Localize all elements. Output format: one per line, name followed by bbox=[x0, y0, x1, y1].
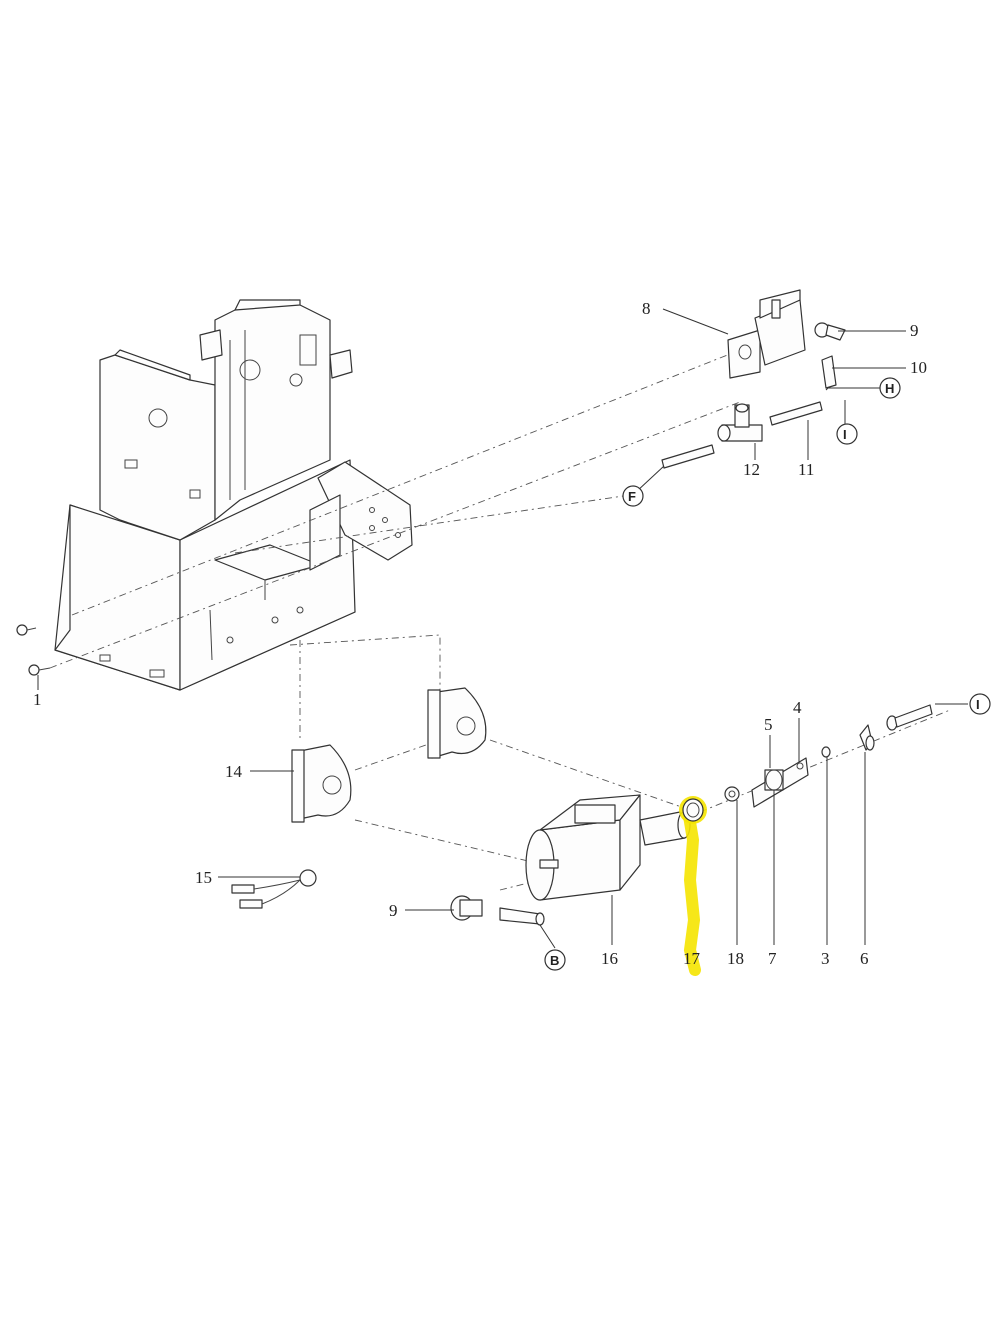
plate-fitting-7 bbox=[751, 757, 809, 808]
pump-16 bbox=[525, 794, 691, 901]
bracket-14 bbox=[291, 687, 487, 823]
leader-lines bbox=[218, 308, 968, 949]
svg-text:I: I bbox=[843, 427, 847, 442]
callout-14: 14 bbox=[225, 762, 243, 781]
callout-18: 18 bbox=[727, 949, 744, 968]
svg-text:B: B bbox=[550, 953, 559, 968]
solenoid-valve-8 bbox=[727, 289, 806, 379]
tee-fitting-12 bbox=[717, 403, 763, 442]
chassis-frame bbox=[54, 299, 413, 691]
callout-4: 4 bbox=[793, 698, 802, 717]
callout-17: 17 bbox=[683, 949, 701, 968]
svg-text:H: H bbox=[885, 381, 894, 396]
connector-I-lower: I bbox=[969, 693, 991, 715]
connector-I-upper: I bbox=[836, 423, 858, 445]
o-ring-17 bbox=[679, 796, 707, 976]
ring-3 bbox=[821, 746, 831, 758]
connector-F: F bbox=[622, 485, 644, 507]
callout-15: 15 bbox=[195, 868, 212, 887]
connector-H: H bbox=[879, 377, 901, 399]
svg-text:I: I bbox=[976, 697, 980, 712]
washer-18 bbox=[724, 786, 740, 802]
assembly-lines bbox=[49, 349, 951, 891]
clip-6 bbox=[859, 724, 875, 751]
tube-short-F bbox=[661, 444, 715, 469]
tube-11 bbox=[769, 401, 823, 426]
callout-7: 7 bbox=[768, 949, 777, 968]
callout-labels: 1 3 4 5 6 7 8 9 9 10 11 12 14 15 16 17 1… bbox=[33, 299, 927, 968]
tube-connector-right bbox=[886, 704, 933, 731]
callout-8: 8 bbox=[642, 299, 651, 318]
tube-10 bbox=[821, 355, 837, 389]
connector-B: B bbox=[544, 949, 566, 971]
elbow-fitting-9-upper bbox=[814, 322, 846, 341]
cable-15 bbox=[231, 869, 317, 909]
callout-3: 3 bbox=[821, 949, 830, 968]
callout-6: 6 bbox=[860, 949, 869, 968]
callout-9-upper: 9 bbox=[910, 321, 919, 340]
callout-10: 10 bbox=[910, 358, 927, 377]
callout-16: 16 bbox=[601, 949, 618, 968]
elbow-fitting-9-lower bbox=[450, 895, 545, 926]
callout-12: 12 bbox=[743, 460, 760, 479]
callout-9-lower: 9 bbox=[389, 901, 398, 920]
callout-5: 5 bbox=[764, 715, 773, 734]
svg-text:F: F bbox=[628, 489, 636, 504]
callout-1: 1 bbox=[33, 690, 42, 709]
callout-11: 11 bbox=[798, 460, 814, 479]
screw-pair bbox=[16, 624, 51, 690]
